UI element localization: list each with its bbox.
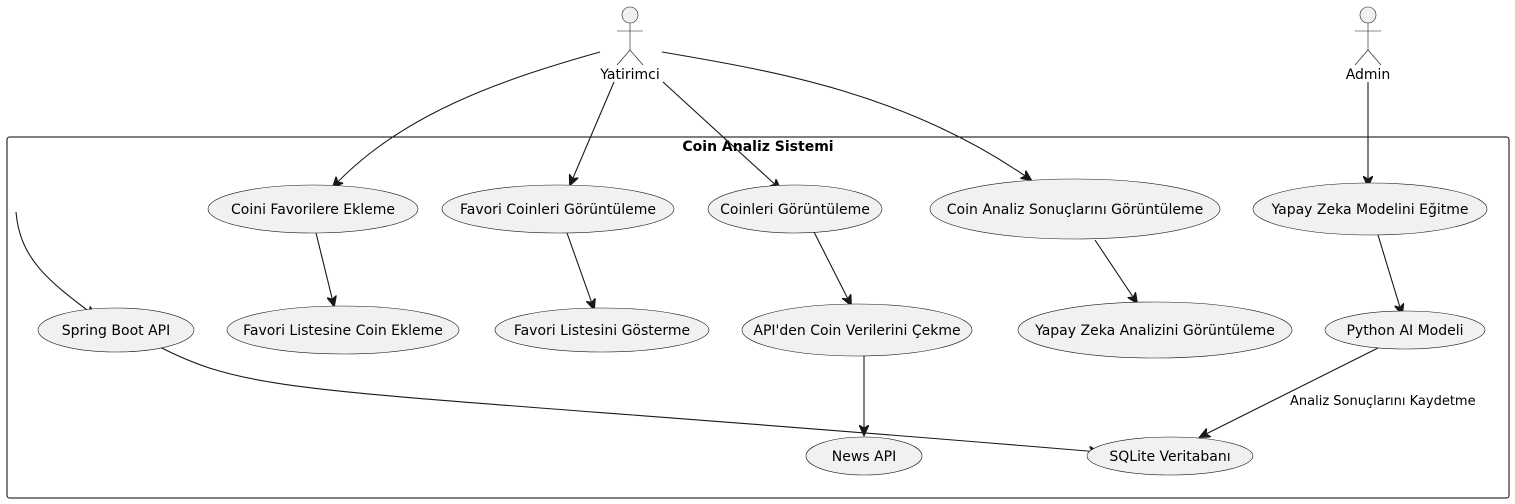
use-case-label: SQLite Veritabanı bbox=[1109, 449, 1230, 465]
use-case-ellipse bbox=[929, 178, 1221, 240]
actor-admin[interactable]: Admin bbox=[1346, 6, 1391, 83]
use-case-ellipse bbox=[441, 184, 675, 234]
edge-view-ai-analysis bbox=[1094, 239, 1137, 303]
edge-label-save-results: Analiz Sonuçlarını Kaydetme bbox=[1290, 394, 1476, 409]
use-case-spring-boot-api[interactable]: Spring Boot API bbox=[37, 307, 195, 353]
edge-python-ai-model bbox=[1377, 234, 1402, 314]
actor-investor-label: Yatirimci bbox=[599, 67, 659, 83]
edge-investor-view-coins bbox=[662, 81, 780, 189]
actor-right-leg bbox=[1367, 49, 1382, 66]
use-case-news-api[interactable]: News API bbox=[805, 436, 923, 476]
use-case-label: Coin Analiz Sonuçlarını Görüntüleme bbox=[947, 202, 1203, 218]
actor-left-leg bbox=[616, 49, 631, 66]
use-case-ellipse bbox=[1086, 436, 1254, 476]
use-case-label: Coinleri Görüntüleme bbox=[720, 202, 870, 218]
use-case-label: Favori Listesine Coin Ekleme bbox=[243, 323, 443, 339]
use-case-python-ai-model[interactable]: Python AI Modeli bbox=[1324, 310, 1486, 350]
use-case-ellipse bbox=[494, 307, 710, 353]
use-case-ellipse bbox=[226, 305, 460, 355]
use-case-fetch-coin-data[interactable]: API'den Coin Verilerini Çekme bbox=[741, 303, 973, 357]
use-case-view-analysis-results[interactable]: Coin Analiz Sonuçlarını Görüntüleme bbox=[929, 178, 1221, 240]
edge-investor-view-favorites bbox=[570, 81, 615, 185]
use-case-sqlite-db[interactable]: SQLite Veritabanı bbox=[1086, 436, 1254, 476]
use-case-label: Favori Listesini Gösterme bbox=[514, 323, 690, 339]
use-case-label: Spring Boot API bbox=[62, 323, 170, 339]
edges: Analiz Sonuçlarını Kaydetme bbox=[15, 51, 1476, 452]
use-case-view-ai-analysis[interactable]: Yapay Zeka Analizini Görüntüleme bbox=[1017, 301, 1293, 359]
actor-head-icon bbox=[1359, 6, 1377, 24]
use-case-ellipse bbox=[741, 303, 973, 357]
actor-left-leg bbox=[1354, 49, 1369, 66]
use-case-label: Yapay Zeka Analizini Görüntüleme bbox=[1034, 323, 1275, 339]
edge-spring-sqlite bbox=[151, 342, 1099, 452]
use-case-label: News API bbox=[832, 449, 896, 465]
actor-right-leg bbox=[629, 49, 644, 66]
use-case-label: Coini Favorilere Ekleme bbox=[231, 202, 395, 218]
edge-python-sqlite bbox=[1200, 347, 1379, 437]
use-case-ellipse bbox=[207, 184, 419, 234]
use-case-ellipse bbox=[37, 307, 195, 353]
use-case-label: Yapay Zeka Modelini Eğitme bbox=[1271, 202, 1469, 218]
edge-add-favorite-list bbox=[315, 232, 334, 306]
use-case-show-favorite-list[interactable]: Favori Listesini Gösterme bbox=[494, 307, 710, 353]
system-boundary: Coin Analiz Sistemi bbox=[6, 136, 1510, 499]
use-case-ellipse bbox=[1017, 301, 1293, 359]
use-case-ellipse bbox=[1252, 182, 1488, 236]
use-case-label: Python AI Modeli bbox=[1346, 323, 1463, 339]
edge-show-favorite-list bbox=[566, 232, 594, 309]
system-boundary-rect bbox=[6, 136, 1510, 499]
use-case-label: API'den Coin Verilerini Çekme bbox=[753, 323, 960, 339]
system-title: Coin Analiz Sistemi bbox=[682, 139, 833, 155]
actor-admin-label: Admin bbox=[1346, 67, 1391, 83]
use-case-ellipse bbox=[1324, 310, 1486, 350]
edge-fetch-coin-data bbox=[813, 231, 851, 305]
use-case-view-coins[interactable]: Coinleri Görüntüleme bbox=[707, 184, 883, 234]
actor-investor[interactable]: Yatirimci bbox=[599, 6, 660, 83]
use-case-add-favorite[interactable]: Coini Favorilere Ekleme bbox=[207, 184, 419, 234]
edge-external-spring-boot bbox=[15, 211, 95, 316]
use-case-train-ai-model[interactable]: Yapay Zeka Modelini Eğitme bbox=[1252, 182, 1488, 236]
use-case-ellipse bbox=[707, 184, 883, 234]
use-case-view-favorites[interactable]: Favori Coinleri Görüntüleme bbox=[441, 184, 675, 234]
use-case-label: Favori Coinleri Görüntüleme bbox=[460, 202, 656, 218]
use-case-add-coin-to-favorite-list[interactable]: Favori Listesine Coin Ekleme bbox=[226, 305, 460, 355]
edge-investor-add-favorite bbox=[333, 51, 601, 187]
edge-investor-view-analysis bbox=[661, 51, 1031, 180]
actor-head-icon bbox=[621, 6, 639, 24]
use-case-ellipse bbox=[805, 436, 923, 476]
